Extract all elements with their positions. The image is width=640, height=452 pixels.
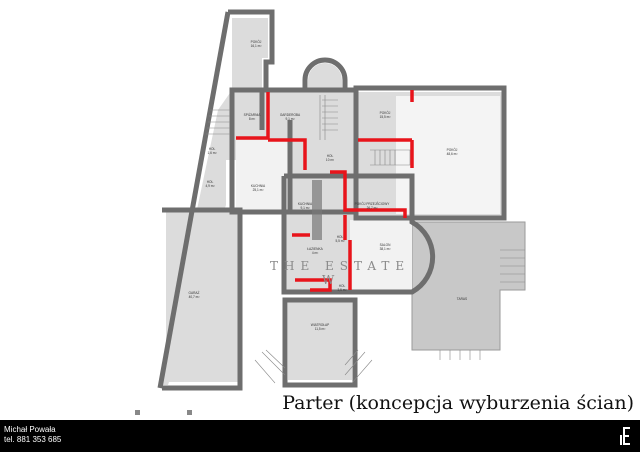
marker	[135, 410, 140, 415]
watermark-text-2: W	[322, 273, 340, 287]
terrace	[411, 221, 526, 351]
svg-text:TARAS: TARAS	[457, 297, 467, 301]
logo-icon	[620, 427, 630, 445]
footer: Michał Powała tel. 881 353 685	[0, 420, 640, 452]
demolition-walls	[236, 90, 414, 292]
stairs	[206, 95, 411, 384]
walls	[157, 9, 507, 391]
plan-title: Parter (koncepcja wyburzenia ścian)	[282, 392, 634, 414]
agent-name: Michał Powała	[4, 425, 56, 434]
terrace-steps	[439, 249, 525, 360]
agent-phone: tel. 881 353 685	[4, 435, 62, 444]
watermark-text: THE ESTATE	[270, 259, 410, 273]
marker	[187, 410, 192, 415]
